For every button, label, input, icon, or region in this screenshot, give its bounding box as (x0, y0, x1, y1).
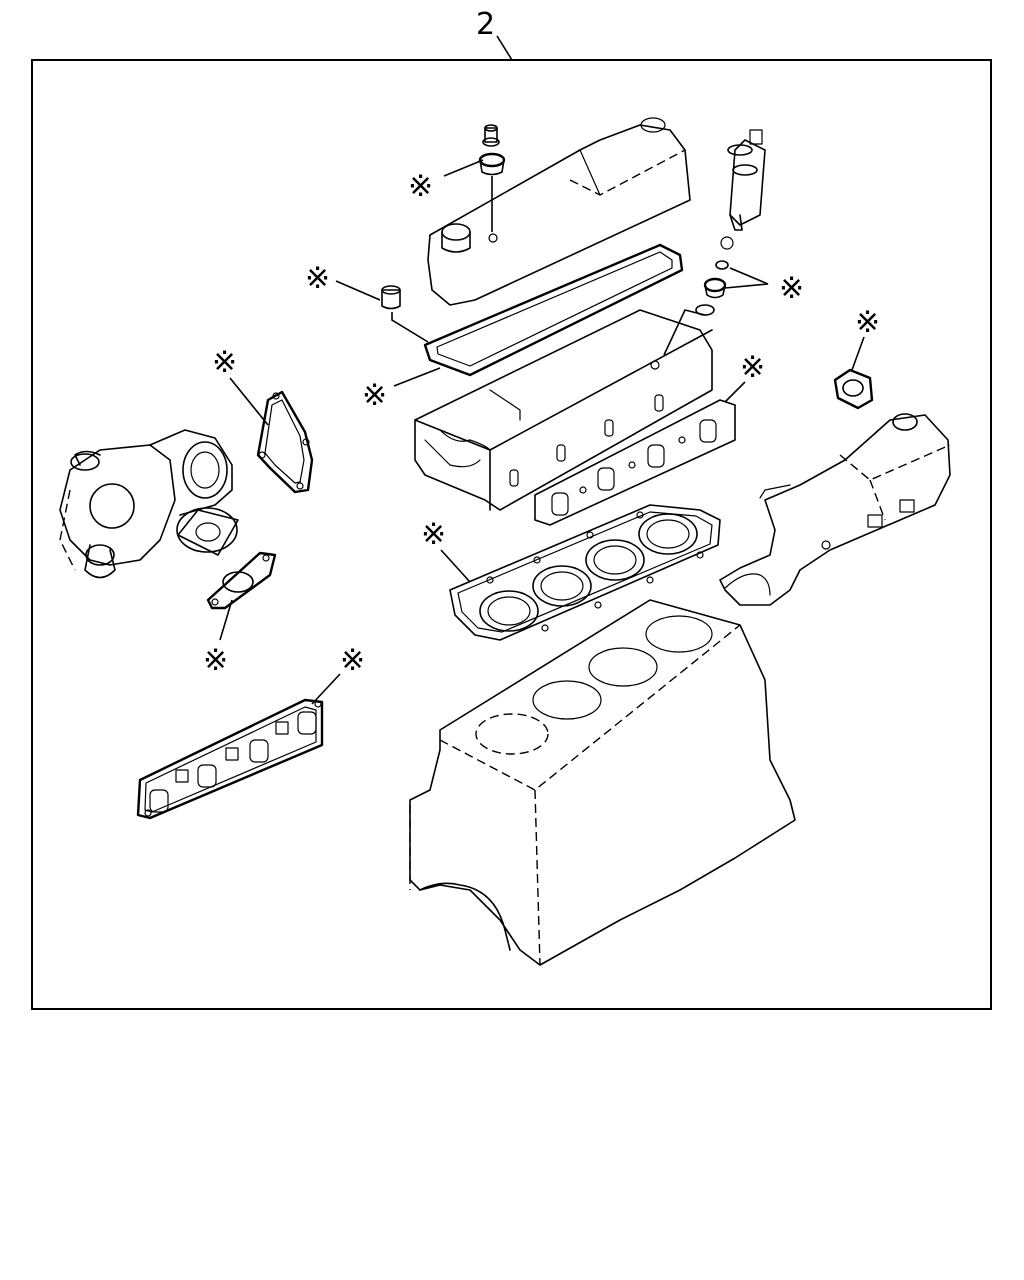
head-gasket (449, 504, 721, 641)
injector-seals (663, 260, 729, 356)
turbo-oil-gasket (256, 390, 314, 494)
injector (720, 129, 766, 250)
breather-cap (482, 124, 500, 147)
thermostat-gasket (833, 368, 874, 410)
kit-marker: ※ (421, 517, 446, 552)
kit-marker: ※ (779, 271, 804, 306)
kit-frame (31, 59, 992, 1010)
cylinder-head (414, 309, 713, 511)
kit-marker: ※ (340, 643, 365, 678)
kit-marker: ※ (740, 350, 765, 385)
cylinder-block (409, 599, 796, 966)
oil-filler-cap (381, 285, 429, 343)
turbo-flange-gasket (206, 551, 277, 610)
exhaust-manifold-gasket (534, 399, 736, 526)
kit-marker: ※ (362, 378, 387, 413)
callout-number: 2 (476, 7, 495, 42)
rocker-cover-gasket (423, 243, 684, 377)
kit-marker: ※ (855, 305, 880, 340)
kit-marker: ※ (212, 345, 237, 380)
rocker-cover (427, 117, 691, 306)
intake-manifold (719, 413, 951, 606)
breather-seal (478, 152, 506, 232)
callout-leader (496, 35, 513, 61)
turbocharger (59, 429, 239, 579)
kit-marker: ※ (305, 261, 330, 296)
intake-manifold-gasket (136, 698, 324, 820)
kit-marker: ※ (408, 169, 433, 204)
kit-marker: ※ (203, 643, 228, 678)
kit-markers: ※ ※ ※ ※ ※ ※ ※ ※ ※ ※ (203, 159, 880, 705)
